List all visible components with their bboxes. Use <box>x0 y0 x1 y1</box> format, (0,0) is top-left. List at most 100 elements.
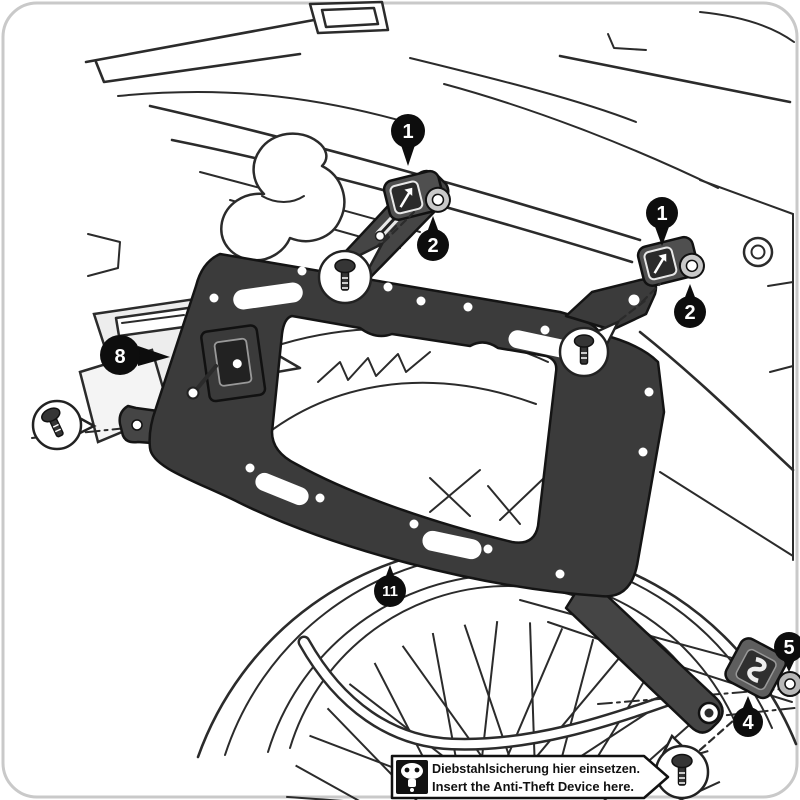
callout-1-left: 1 <box>391 114 425 166</box>
callout-number: 8 <box>114 346 125 368</box>
wheel-spoke <box>295 764 360 800</box>
wheel-spoke <box>431 632 461 778</box>
body-line <box>409 57 637 123</box>
screw-balloon-top-right <box>558 298 648 378</box>
frame-hole <box>463 302 473 312</box>
leader-dashed <box>698 718 736 752</box>
callout-2-left: 2 <box>417 216 449 261</box>
frame-hole <box>540 325 550 335</box>
adapter-bracket-right <box>636 235 705 287</box>
bracket-8-assembly <box>186 324 267 403</box>
carrier-frame <box>148 252 666 598</box>
arm-screw-head <box>374 230 386 242</box>
rack-slot <box>320 6 380 29</box>
callout-number: 2 <box>427 235 438 257</box>
body-line <box>94 52 302 84</box>
body-washer-center <box>750 244 766 260</box>
fender-edge <box>251 381 537 447</box>
callout-number: 5 <box>783 637 794 659</box>
body-line <box>638 330 795 472</box>
device-eye <box>404 767 410 773</box>
device-base <box>408 779 416 787</box>
leader-dashed <box>640 282 662 304</box>
guard-tube <box>300 638 672 749</box>
frame-hole <box>409 519 419 529</box>
leader-dashed <box>382 210 416 244</box>
arm-end-bolt-center <box>704 708 714 718</box>
frame-hole <box>416 296 426 306</box>
callout-5: 5 <box>774 632 800 672</box>
callout-11: 11 <box>374 565 406 607</box>
callout-number: 11 <box>382 583 398 600</box>
tab-hole <box>628 294 640 306</box>
callout-8: 8 <box>100 335 170 375</box>
body-line <box>767 281 794 287</box>
spoke-hints <box>429 469 545 525</box>
frame-hole <box>638 447 648 457</box>
body-line <box>443 83 719 189</box>
bracket-arrow <box>399 191 411 208</box>
body-line <box>117 90 421 127</box>
frame-hole <box>555 569 565 579</box>
body-line <box>121 314 185 324</box>
anti-theft-bracket <box>724 637 788 700</box>
screw-balloon-left <box>31 399 97 451</box>
frame-slot <box>255 472 309 506</box>
body-line <box>659 471 794 557</box>
frame-holes <box>209 266 654 579</box>
bracket-arrow-head <box>404 187 413 196</box>
frame-hole <box>245 463 255 473</box>
screw-icon <box>573 334 595 365</box>
s-slot <box>747 657 767 683</box>
frame-slot <box>422 530 482 560</box>
frame-hole <box>209 293 219 303</box>
device-head <box>401 763 423 779</box>
washer-5-center <box>784 678 796 690</box>
callout-number: 1 <box>402 121 413 143</box>
device-eye <box>414 767 420 773</box>
frame-hole <box>483 544 493 554</box>
lower-right-arm <box>564 574 724 734</box>
frame-slots <box>233 282 572 560</box>
frame-slot <box>508 330 572 358</box>
bracket-8-screw-head <box>186 386 200 400</box>
bracket-arrow-head <box>658 253 667 262</box>
frame-hole <box>644 387 654 397</box>
washer-center <box>685 259 699 273</box>
body-line <box>87 233 121 277</box>
body-zigzag <box>317 351 431 383</box>
callout-number: 2 <box>684 302 695 324</box>
frame-slot <box>233 282 303 310</box>
body-line <box>699 179 794 215</box>
screw-icon <box>41 407 64 438</box>
callout-1-right: 1 <box>646 197 678 246</box>
adapter-bracket-left <box>382 169 451 221</box>
body-line <box>699 11 795 43</box>
callout-number: 1 <box>656 203 667 225</box>
fender-fill <box>240 351 566 540</box>
bracket-arrow <box>653 257 665 274</box>
body-line <box>558 54 792 104</box>
anti-theft-note: Diebstahlsicherung hier einsetzen. Inser… <box>390 754 670 800</box>
frame-hole <box>315 493 325 503</box>
note-line-en: Insert the Anti-Theft Device here. <box>432 779 634 794</box>
callout-2-right: 2 <box>674 284 706 328</box>
screw-icon <box>671 753 693 786</box>
subframe-rail <box>148 104 642 242</box>
frame-hole <box>383 282 393 292</box>
bracket-8-screw-shaft <box>194 364 218 392</box>
note-line-de: Diebstahlsicherung hier einsetzen. <box>432 761 640 776</box>
leader-dashed <box>618 298 648 322</box>
frame-hole <box>297 266 307 276</box>
body-line <box>261 195 305 203</box>
callout-4: 4 <box>733 696 763 737</box>
wheel-spoke <box>286 795 344 800</box>
callout-number: 4 <box>742 712 754 734</box>
device-dot <box>410 788 414 792</box>
body-line <box>769 365 794 373</box>
wheel-spoke <box>527 653 624 768</box>
body-line <box>607 33 647 51</box>
note-box <box>390 754 670 800</box>
